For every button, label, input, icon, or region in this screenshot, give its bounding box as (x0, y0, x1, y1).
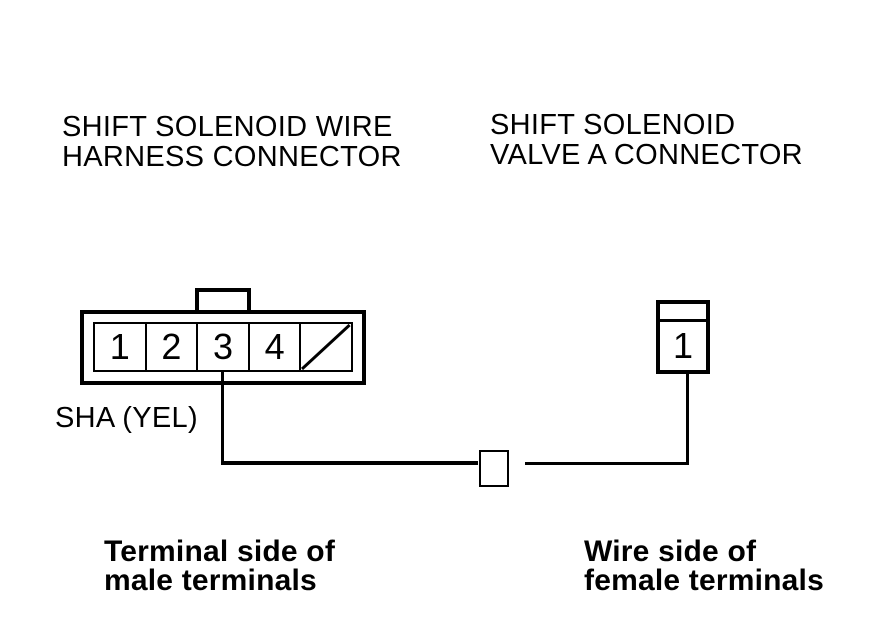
right-connector-title-line2: VALVE A CONNECTOR (490, 139, 803, 171)
right-connector-caption: Wire side of female terminals (584, 535, 824, 597)
wire-segment-left-vertical (221, 372, 224, 464)
right-connector-title: SHIFT SOLENOID VALVE A CONNECTOR (490, 110, 803, 170)
terminal-cell-1: 1 (95, 324, 147, 370)
terminal-cell-3: 3 (198, 324, 250, 370)
right-connector-title-line1: SHIFT SOLENOID (490, 109, 736, 141)
left-connector-caption: Terminal side of male terminals (104, 535, 336, 597)
wire-segment-right-horizontal (525, 462, 689, 465)
wire-segment-left-horizontal (221, 461, 478, 465)
wire-junction-box (479, 450, 509, 487)
right-caption-line2: female terminals (584, 564, 824, 597)
left-connector-title: SHIFT SOLENOID WIRE HARNESS CONNECTOR (62, 112, 402, 172)
left-caption-line1: Terminal side of (104, 535, 336, 568)
wire-segment-right-vertical (686, 374, 689, 465)
left-connector-title-line2: HARNESS CONNECTOR (62, 141, 402, 173)
wire-label-sha-yel: SHA (YEL) (55, 402, 198, 434)
terminal-cell-blank (301, 324, 351, 370)
right-terminal-cell-1: 1 (672, 325, 694, 366)
right-caption-line1: Wire side of (584, 535, 757, 568)
terminal-cell-2: 2 (147, 324, 199, 370)
left-caption-line2: male terminals (104, 564, 317, 597)
left-connector-terminal-row: 1 2 3 4 (93, 322, 353, 372)
terminal-cell-4: 4 (250, 324, 302, 370)
left-connector-title-line1: SHIFT SOLENOID WIRE (62, 111, 393, 143)
right-connector-body: 1 (656, 300, 710, 374)
right-connector-lock-section (660, 304, 706, 322)
diagonal-slash-icon (301, 324, 351, 370)
